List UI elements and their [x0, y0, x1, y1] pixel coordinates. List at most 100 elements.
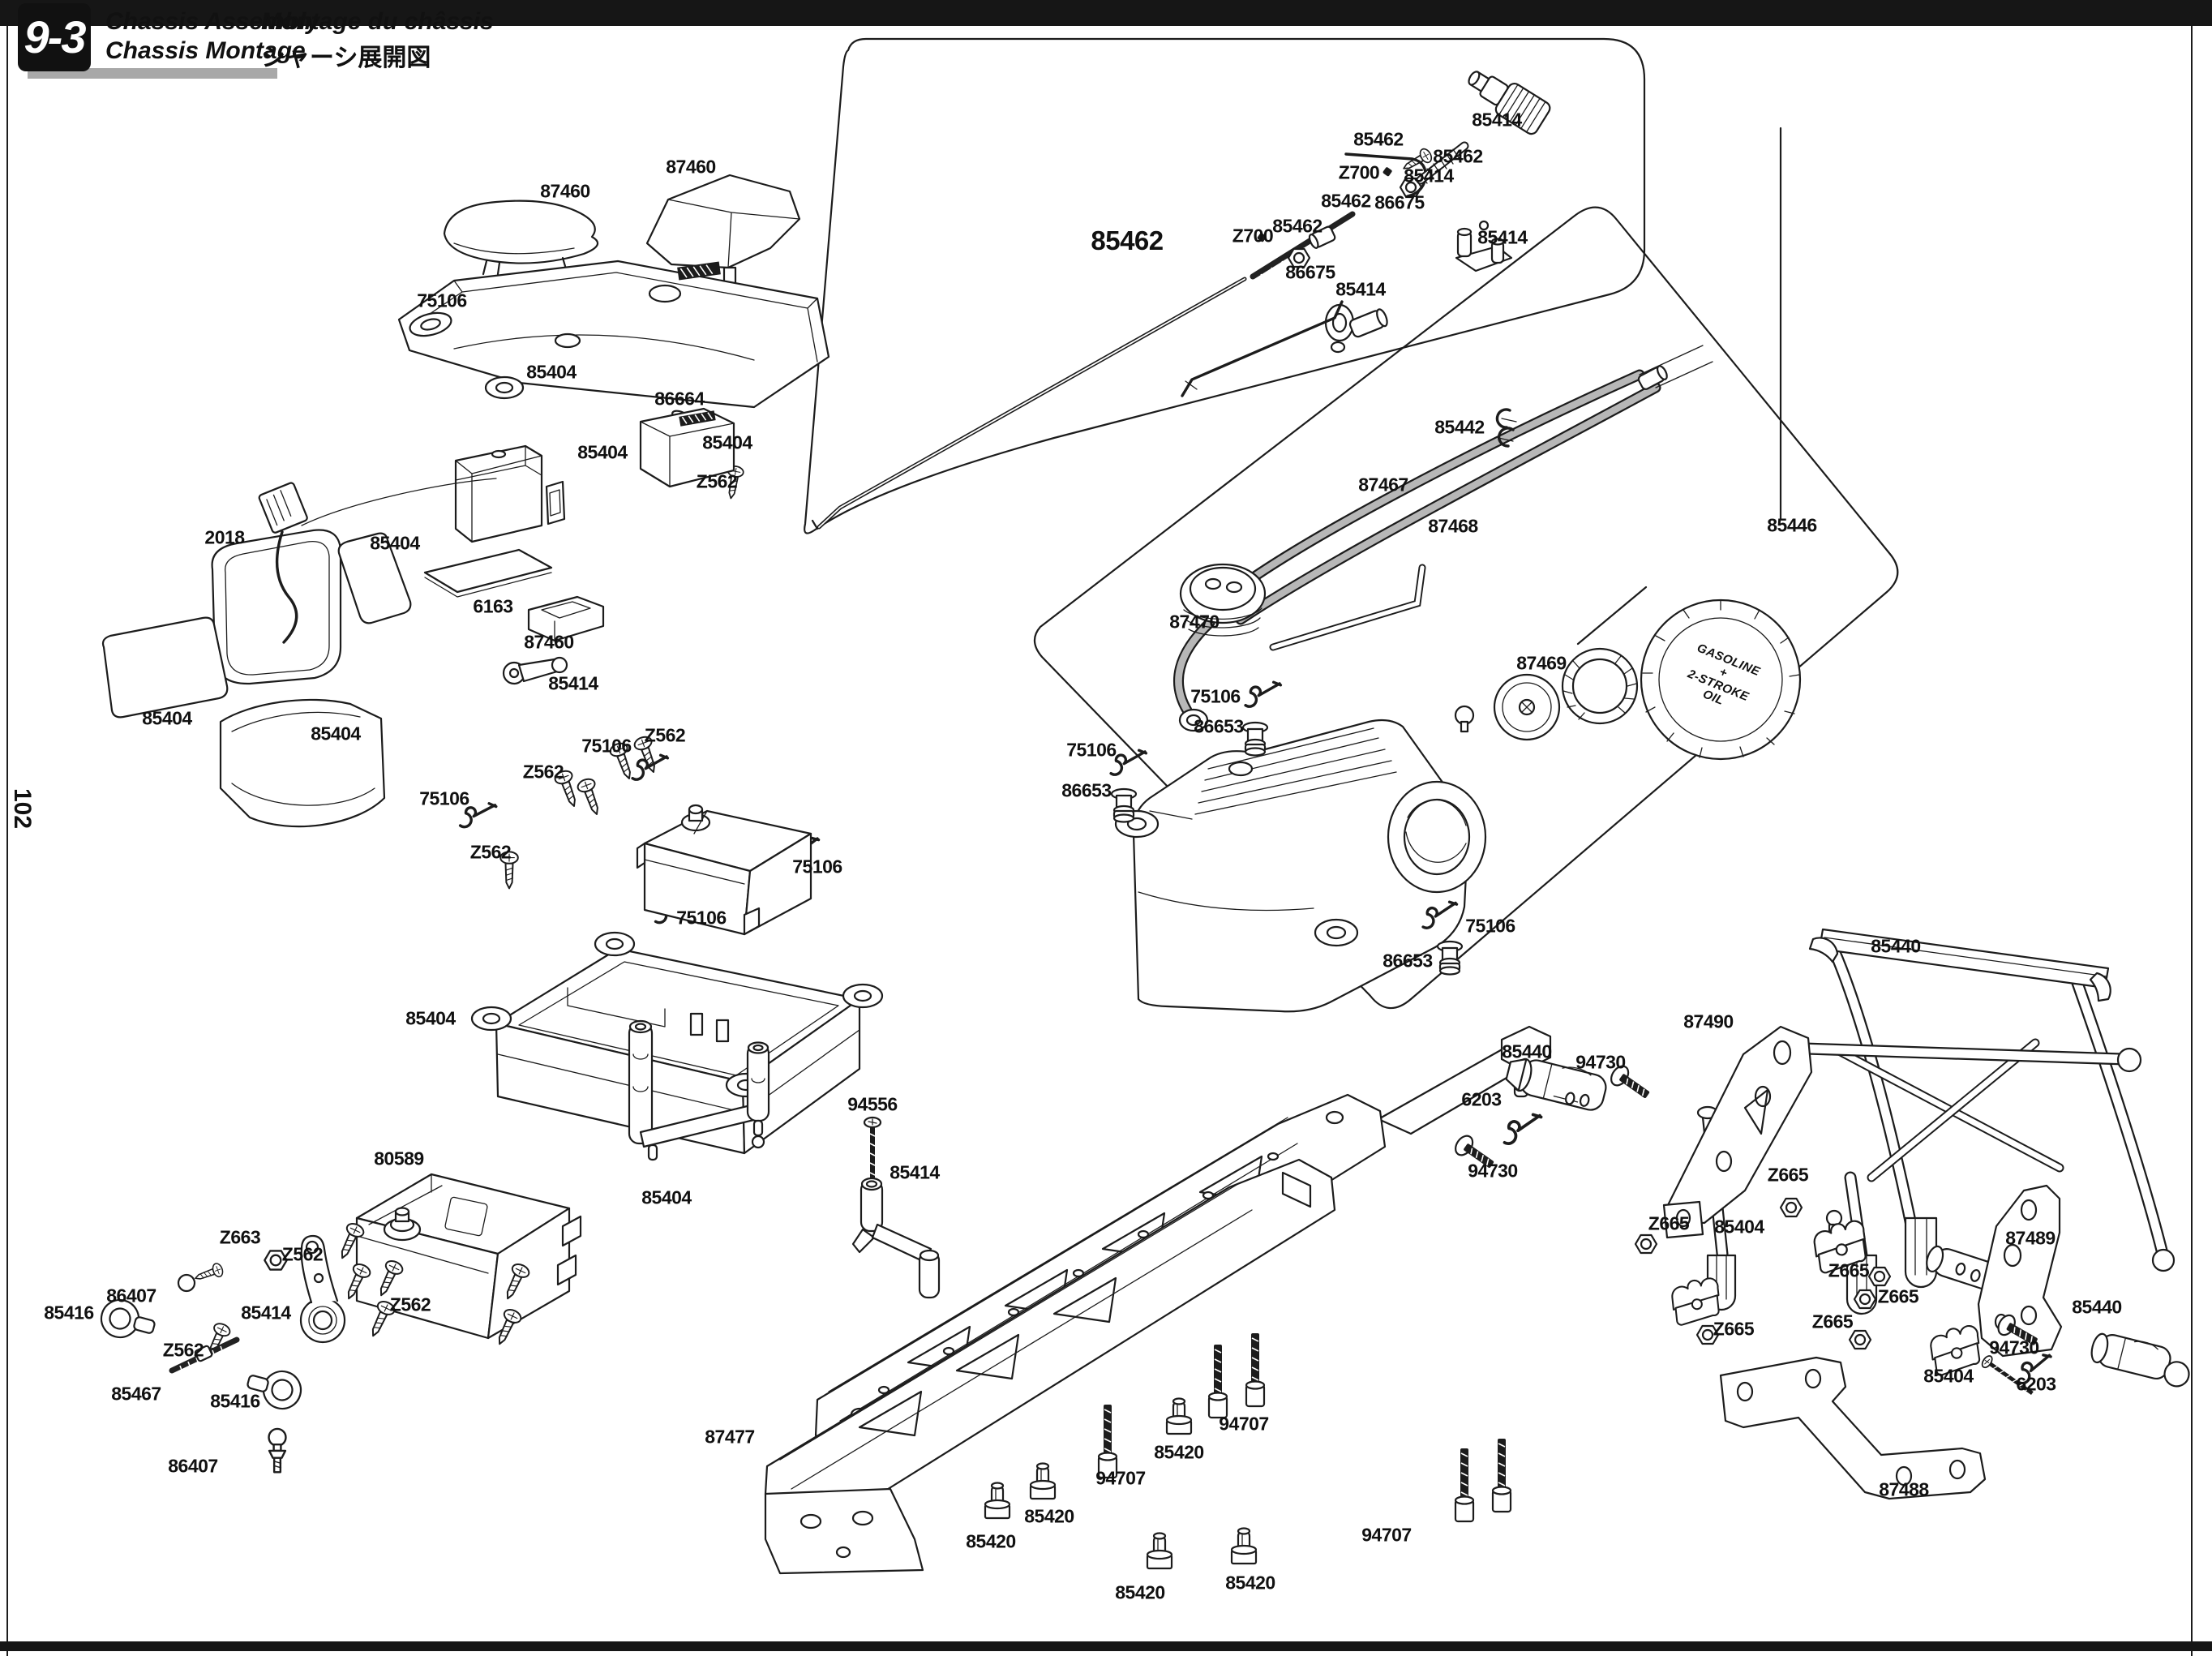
- part-label-85462: 85462: [1433, 145, 1483, 167]
- servo-linkage: [96, 1220, 373, 1474]
- set-screw-z700-2: [1382, 167, 1392, 177]
- part-label-85414: 85414: [1472, 109, 1522, 131]
- part-label-87470: 87470: [1169, 611, 1220, 633]
- part-label-94707: 94707: [1361, 1524, 1412, 1546]
- latch-85440: [1505, 1058, 1607, 1111]
- part-label-86653: 86653: [1194, 715, 1244, 737]
- radio-tub: [470, 931, 884, 1161]
- part-label-Z665: Z665: [1648, 1212, 1690, 1234]
- part-label-85462: 85462: [1272, 215, 1322, 237]
- title-en-line2: Chassis Montage: [105, 37, 306, 64]
- part-label-75106: 75106: [676, 907, 727, 929]
- part-label-Z562: Z562: [522, 761, 564, 783]
- part-label-Z665: Z665: [1877, 1285, 1919, 1307]
- part-label-85414: 85414: [1404, 165, 1454, 187]
- part-label-75106: 75106: [419, 787, 469, 809]
- part-label-Z700: Z700: [1232, 225, 1274, 247]
- part-label-85462: 85462: [1321, 190, 1371, 212]
- part-label-85467: 85467: [111, 1383, 161, 1405]
- spacer-85462: [1308, 225, 1336, 249]
- chassis-plates-87477: [764, 1025, 1552, 1575]
- part-label-87489: 87489: [2005, 1227, 2056, 1249]
- part-label-87460: 87460: [666, 156, 716, 178]
- part-label-87477: 87477: [705, 1426, 755, 1448]
- lever-85414: [502, 656, 568, 685]
- part-label-87469: 87469: [1516, 652, 1567, 674]
- throttle-linkage: [811, 71, 1551, 530]
- part-label-94730: 94730: [1468, 1160, 1518, 1182]
- part-label-86664: 86664: [654, 388, 705, 410]
- part-label-87468: 87468: [1428, 515, 1478, 537]
- part-label-6163: 6163: [473, 595, 513, 617]
- spring-85462: [1416, 141, 1469, 185]
- part-label-85446: 85446: [1767, 514, 1817, 536]
- fuel-cap-87469: [1454, 598, 1802, 761]
- part-label-86675: 86675: [1285, 261, 1335, 283]
- part-label-Z665: Z665: [1713, 1318, 1755, 1340]
- part-label-87490: 87490: [1683, 1010, 1734, 1032]
- part-label-Z665: Z665: [1811, 1311, 1854, 1332]
- part-label-85404: 85404: [405, 1007, 456, 1029]
- title-fr: Montage du châssis: [261, 8, 494, 35]
- part-label-Z562: Z562: [281, 1243, 324, 1265]
- part-label-Z562: Z562: [644, 724, 686, 746]
- set-screw-z700: [1257, 233, 1267, 242]
- part-label-Z663: Z663: [219, 1226, 261, 1248]
- part-label-87460: 87460: [524, 631, 574, 653]
- part-label-75106: 75106: [1465, 915, 1515, 937]
- receiver-box-assembly: [423, 407, 735, 685]
- part-label-85414: 85414: [1335, 278, 1386, 300]
- adjuster-85414: [1468, 71, 1551, 135]
- part-label-85404: 85404: [311, 723, 361, 744]
- part-label-94730: 94730: [1575, 1051, 1626, 1073]
- part-label-75106: 75106: [417, 290, 467, 311]
- brake-rod: [1181, 300, 1344, 397]
- part-label-Z700: Z700: [1338, 161, 1380, 183]
- part-label-75106: 75106: [792, 856, 842, 877]
- page-border-left: [6, 26, 8, 1656]
- part-label-85420: 85420: [1024, 1505, 1074, 1527]
- brace-87488: [1719, 1356, 1987, 1500]
- grommet-87470: [1179, 563, 1267, 637]
- part-label-6203: 6203: [2016, 1373, 2056, 1395]
- part-label-85414: 85414: [1477, 226, 1528, 248]
- part-label-87488: 87488: [1879, 1478, 1929, 1500]
- fuel-tank-balloon: [1033, 127, 1899, 1010]
- part-label-94556: 94556: [847, 1093, 898, 1115]
- part-label-80589: 80589: [374, 1148, 424, 1169]
- part-label-87467: 87467: [1358, 474, 1408, 496]
- part-label-85440: 85440: [1871, 935, 1921, 957]
- page-number: 102: [9, 787, 36, 830]
- section-badge: 9-3: [18, 3, 91, 71]
- part-label-85462: 85462: [1091, 225, 1164, 255]
- part-label-85420: 85420: [966, 1530, 1016, 1552]
- part-label-Z562: Z562: [162, 1339, 204, 1361]
- part-label-85440: 85440: [2072, 1296, 2122, 1318]
- part-label-85462: 85462: [1353, 128, 1404, 150]
- part-label-86653: 86653: [1382, 950, 1433, 972]
- header-bar: [0, 0, 2212, 26]
- part-label-85416: 85416: [210, 1390, 260, 1412]
- part-label-85404: 85404: [641, 1186, 692, 1208]
- part-label-86407: 86407: [168, 1455, 218, 1477]
- part-label-86653: 86653: [1061, 779, 1112, 801]
- latch-85440-2: [2090, 1332, 2190, 1388]
- bellcrank-85414: [1455, 220, 1513, 272]
- standoff-85414: [851, 1177, 941, 1299]
- part-label-2018: 2018: [204, 526, 245, 548]
- part-label-6203: 6203: [1461, 1088, 1502, 1110]
- part-label-94707: 94707: [1219, 1413, 1269, 1435]
- part-label-Z665: Z665: [1828, 1259, 1870, 1281]
- page-border-bottom: [0, 1641, 2212, 1651]
- page-border-right: [2191, 26, 2193, 1656]
- part-label-94730: 94730: [1989, 1336, 2039, 1358]
- part-label-85442: 85442: [1434, 416, 1485, 438]
- part-label-85404: 85404: [1714, 1216, 1764, 1238]
- part-label-85414: 85414: [241, 1302, 291, 1324]
- part-label-94707: 94707: [1095, 1467, 1146, 1489]
- part-label-85404: 85404: [142, 707, 192, 729]
- part-label-75106: 75106: [1066, 739, 1117, 761]
- title-ja: シャーシ展開図: [261, 45, 431, 71]
